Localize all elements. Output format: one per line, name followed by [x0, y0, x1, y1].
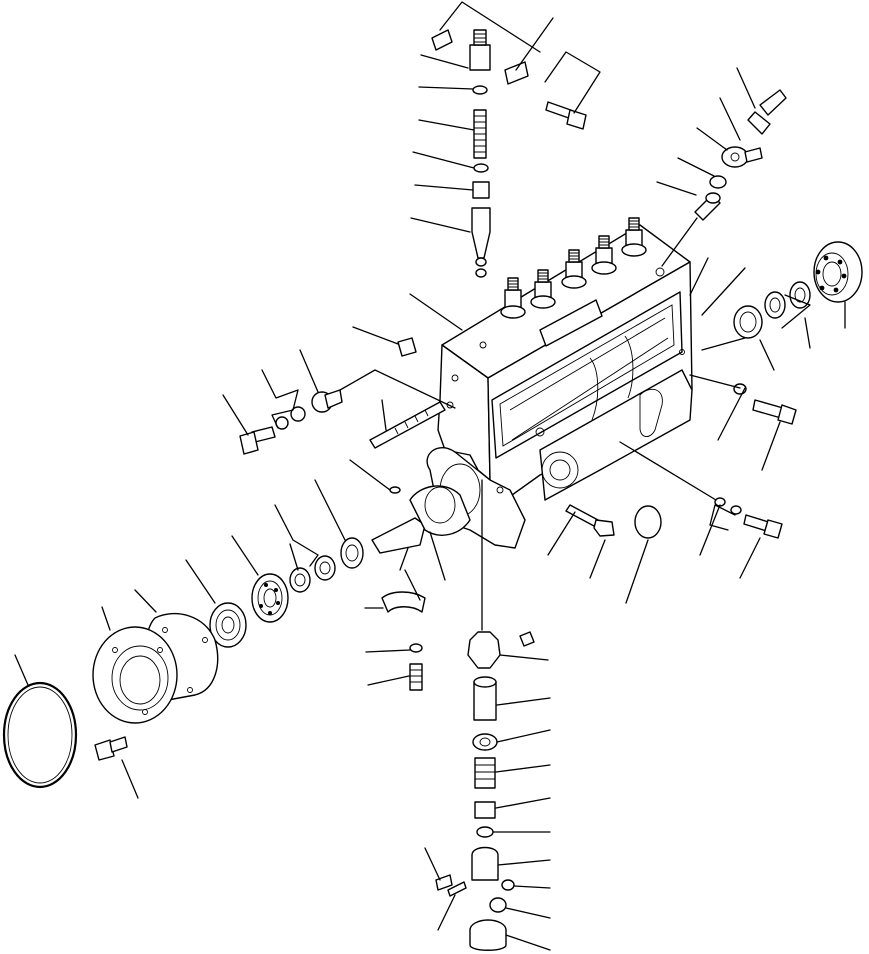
pump-housing: [426, 224, 693, 549]
stud-and-nut: [565, 504, 615, 537]
bolt-right-lower: [714, 497, 783, 539]
key-block-right: [504, 61, 529, 85]
left-upper-fasteners: [239, 337, 417, 455]
key-block-left: [431, 29, 453, 51]
delivery-valve-holders: [500, 217, 647, 319]
lower-tappet-stack: [435, 631, 535, 951]
o-ring-right: [634, 505, 662, 539]
control-rack: [369, 401, 446, 449]
upper-valve-stack: [469, 29, 491, 278]
bolt-right: [733, 383, 797, 425]
camshaft: [371, 485, 471, 554]
bearing-cap-group: [381, 591, 426, 691]
leader-lines: [14, 1, 846, 951]
left-coupling-group: [2, 537, 364, 789]
banjo-fitting-group: [694, 89, 787, 221]
woodruff-key: [389, 486, 401, 494]
bolt-upper: [545, 101, 587, 130]
right-bearing-group: [733, 241, 863, 339]
